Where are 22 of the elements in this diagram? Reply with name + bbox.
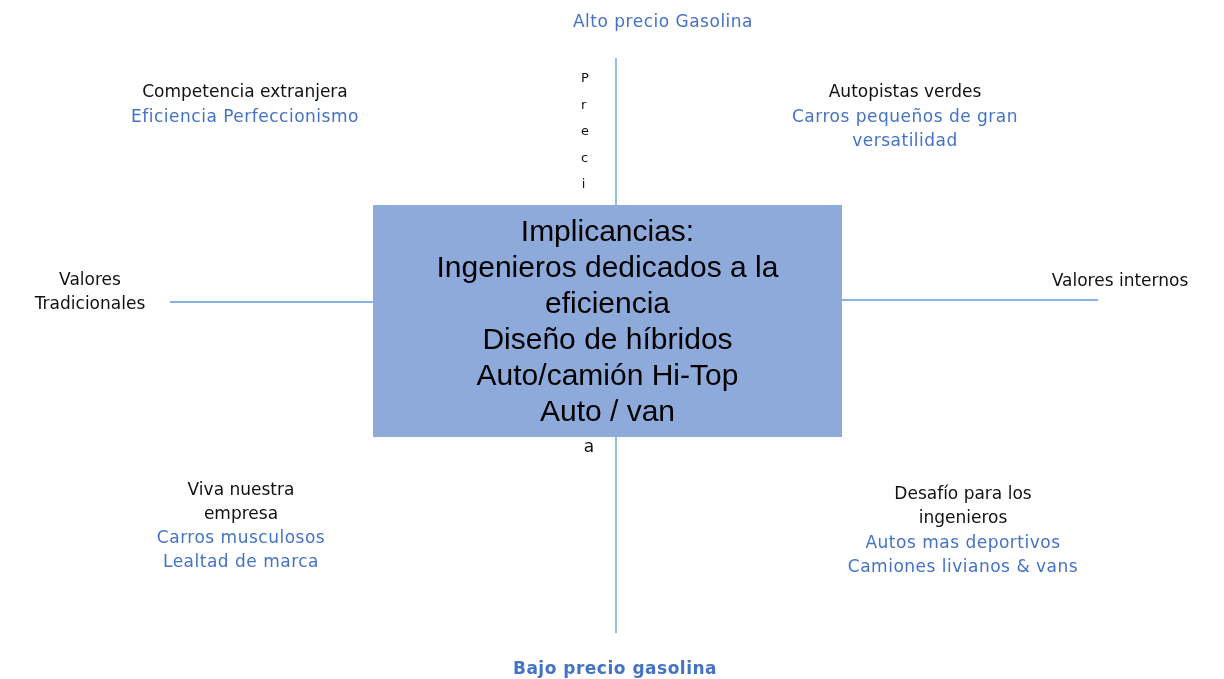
implication-text: Ingenieros dedicados a la eficiencia: [435, 249, 780, 321]
quadrant-label: Desafío para los ingenieros: [893, 482, 1033, 529]
vertical-axis-label: Preci: [581, 69, 594, 193]
implication-text: Diseño de híbridos: [482, 321, 733, 357]
quadrant-label: Alto precio Gasolina: [571, 10, 755, 33]
quadrant-label: Viva nuestra empresa: [186, 478, 296, 525]
quadrant-label: Bajo precio gasolina: [511, 657, 719, 679]
quadrant-label: Lealtad de marca: [161, 550, 321, 573]
quadrant-label: Autos mas deportivos: [864, 531, 1062, 554]
quadrant-label: a: [582, 435, 596, 458]
quadrant-label: Competencia extranjera: [141, 80, 349, 103]
quadrant-label: Valores Tradicionales: [33, 268, 147, 315]
quadrant-label: Autopistas verdes: [827, 80, 983, 103]
implication-text: Auto/camión Hi-Top: [476, 357, 739, 393]
box-heading: Implicancias:: [520, 213, 695, 249]
implications-box: [373, 205, 842, 437]
quadrant-label: Carros pequeños de gran versatilidad: [790, 105, 1020, 152]
quadrant-label: Valores internos: [1050, 269, 1190, 292]
quadrant-label: Eficiencia Perfeccionismo: [130, 105, 360, 128]
quadrant-label: Carros musculosos: [155, 526, 327, 549]
implication-text: Auto / van: [539, 393, 676, 429]
quadrant-label: Camiones livianos & vans: [846, 555, 1080, 578]
